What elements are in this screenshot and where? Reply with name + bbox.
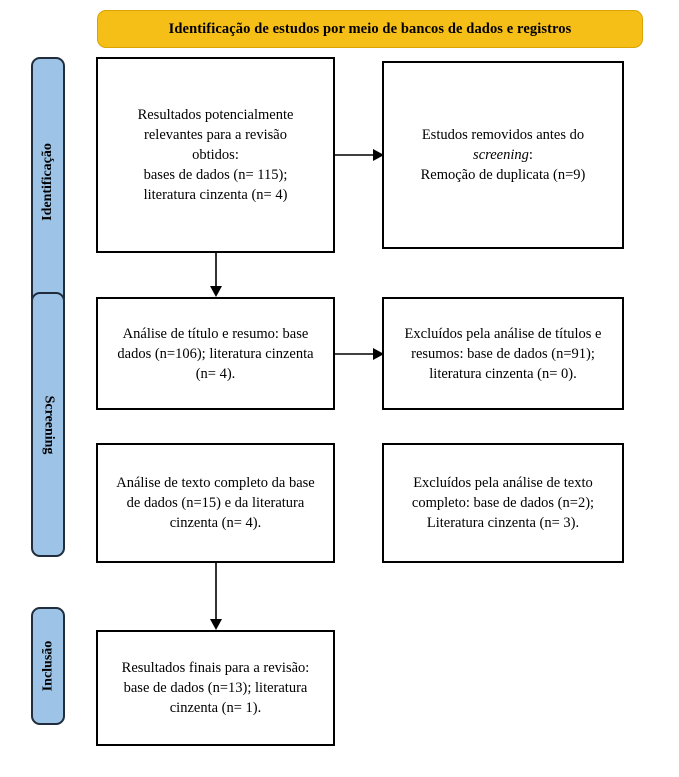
box-title-abstract-excluded: Excluídos pela análise de títulos e resu… — [382, 297, 624, 410]
box-fulltext-excluded-text: Excluídos pela análise de texto completo… — [411, 475, 595, 531]
arrow-identification-to-screening — [206, 253, 226, 298]
box-records-removed-text: Estudos removidos antes do screening: Remo… — [421, 125, 586, 185]
arrow-identification-to-removed — [335, 145, 385, 165]
box-records-removed: Estudos removidos antes do screening: Remo… — [382, 61, 624, 249]
box-fulltext-assessed: Análise de texto completo da base de dad… — [96, 443, 335, 563]
stage-bar-screening: Screening — [31, 292, 65, 557]
stage-label-screening: Screening — [41, 395, 57, 454]
records-removed-screening-italic: screening — [473, 147, 529, 163]
box-title-abstract-screened-text: Análise de título e resumo: base dados (… — [117, 325, 314, 382]
stage-bar-inclusao: Inclusão — [31, 607, 65, 725]
arrow-screened-to-excluded — [335, 344, 385, 364]
box-title-abstract-screened: Análise de título e resumo: base dados (… — [96, 297, 335, 410]
records-removed-colon: : — [528, 147, 533, 163]
arrow-fulltext-to-included — [206, 563, 226, 631]
box-fulltext-assessed-text: Análise de texto completo da base de dad… — [116, 475, 315, 531]
stage-bar-identificacao: Identificação — [31, 57, 65, 307]
diagram-title-banner: Identificação de estudos por meio de ban… — [97, 10, 643, 48]
stage-label-identificacao: Identificação — [40, 143, 56, 221]
box-included-studies-text: Resultados finais para a revisão: base d… — [121, 660, 310, 716]
box-title-abstract-excluded-text: Excluídos pela análise de títulos e resu… — [404, 325, 602, 382]
records-removed-line-1: Estudos removidos antes do — [421, 127, 585, 143]
box-included-studies: Resultados finais para a revisão: base d… — [96, 630, 335, 746]
box-identification-records: Resultados potencialmente relevantes par… — [96, 57, 335, 253]
stage-label-inclusao: Inclusão — [40, 640, 56, 692]
records-removed-line-3: Remoção de duplicata (n=9) — [420, 167, 586, 183]
box-identification-records-text: Resultados potencialmente relevantes par… — [137, 107, 294, 203]
box-fulltext-excluded: Excluídos pela análise de texto completo… — [382, 443, 624, 563]
diagram-title-text: Identificação de estudos por meio de ban… — [168, 20, 572, 37]
